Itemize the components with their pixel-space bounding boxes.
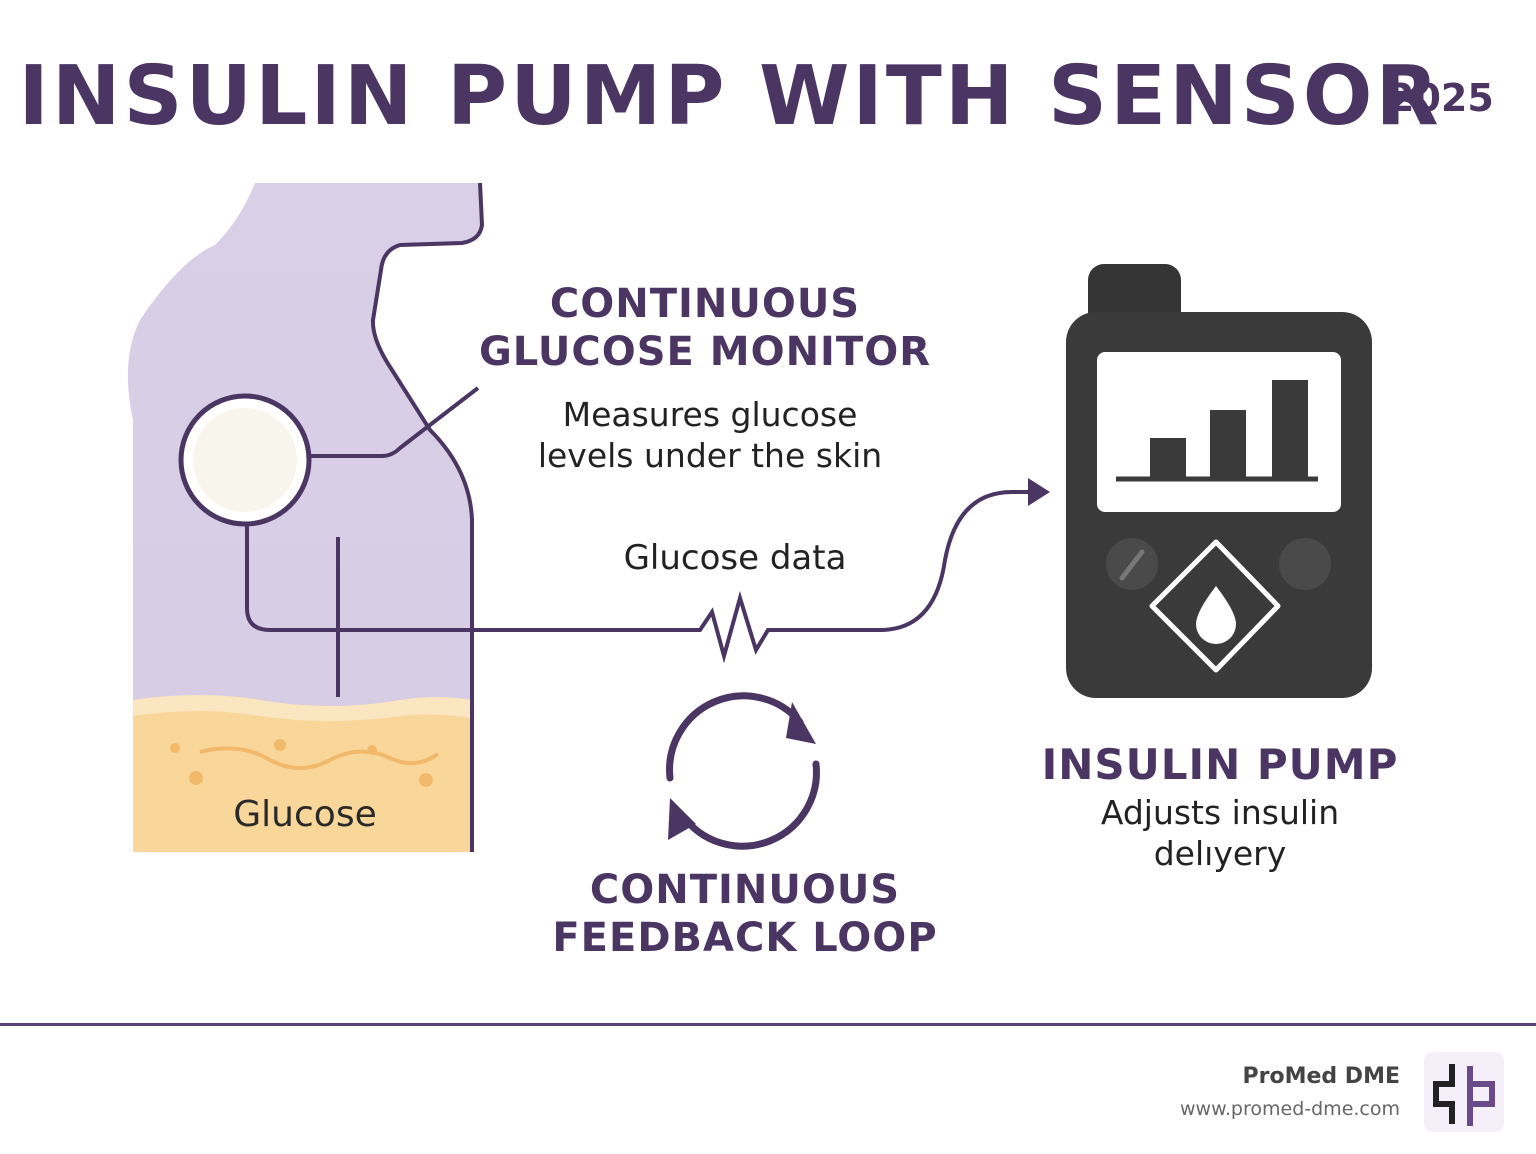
- drop-icon: [1196, 586, 1236, 644]
- glucose-data-line: [245, 489, 1030, 664]
- tissue-dot: [274, 739, 286, 751]
- glucose-data-label: Glucose data: [623, 538, 847, 578]
- cgm-heading: CONTINUOUS GLUCOSE MONITOR: [430, 280, 980, 376]
- cgm-desc-line1: Measures glucose: [562, 395, 858, 434]
- tissue-dot: [419, 773, 433, 787]
- tissue-line: [199, 746, 440, 770]
- tissue-dot: [170, 743, 180, 753]
- insulin-pump-heading: INSULIN PUMP: [1041, 740, 1399, 789]
- pump-desc-line1: Adjusts insulin: [1100, 793, 1340, 832]
- cgm-desc-line2: levels under the skin: [537, 436, 883, 476]
- bar-chart-icon: [1116, 380, 1318, 482]
- year-label: 2025: [1388, 76, 1494, 120]
- brand-name: ProMed DME: [1242, 1064, 1401, 1089]
- cgm-heading-line1: CONTINUOUS: [549, 281, 861, 327]
- skin-layer: [133, 695, 472, 852]
- arrow-head-icon: [1028, 478, 1050, 506]
- feedback-loop-heading: CONTINUOUS FEEDBACK LOOP: [500, 866, 990, 962]
- pump-center-button: [1149, 539, 1281, 673]
- tissue-dot: [189, 771, 203, 785]
- pump-desc-line2: delıyery: [1153, 834, 1287, 874]
- cgm-heading-line2: GLUCOSE MONITOR: [478, 329, 932, 375]
- footer-divider: [0, 1023, 1536, 1026]
- page-title: INSULIN PUMP WITH SENSOR: [18, 49, 1442, 144]
- pump-right-button: [1279, 538, 1331, 590]
- glucose-label: Glucose: [233, 794, 377, 835]
- tissue-dot: [367, 745, 377, 755]
- insulin-pump-description: Adjusts insulin delıyery: [1010, 792, 1430, 875]
- skin-surface: [133, 695, 472, 721]
- cgm-description: Measures glucose levels under the skin: [470, 394, 950, 477]
- brand-url[interactable]: www.promed-dme.com: [1180, 1098, 1400, 1120]
- torso-illustration: [127, 182, 485, 852]
- body-outline: [370, 182, 485, 852]
- sensor-circle-icon: [178, 393, 312, 527]
- insulin-pump-device: [1066, 264, 1372, 698]
- body-silhouette: [127, 183, 482, 852]
- cycle-arrows-icon: [666, 692, 820, 850]
- promed-logo-icon: [1424, 1052, 1504, 1132]
- loop-heading-line2: FEEDBACK LOOP: [552, 915, 938, 961]
- cgm-leader-line: [309, 386, 480, 458]
- loop-heading-line1: CONTINUOUS: [589, 867, 901, 913]
